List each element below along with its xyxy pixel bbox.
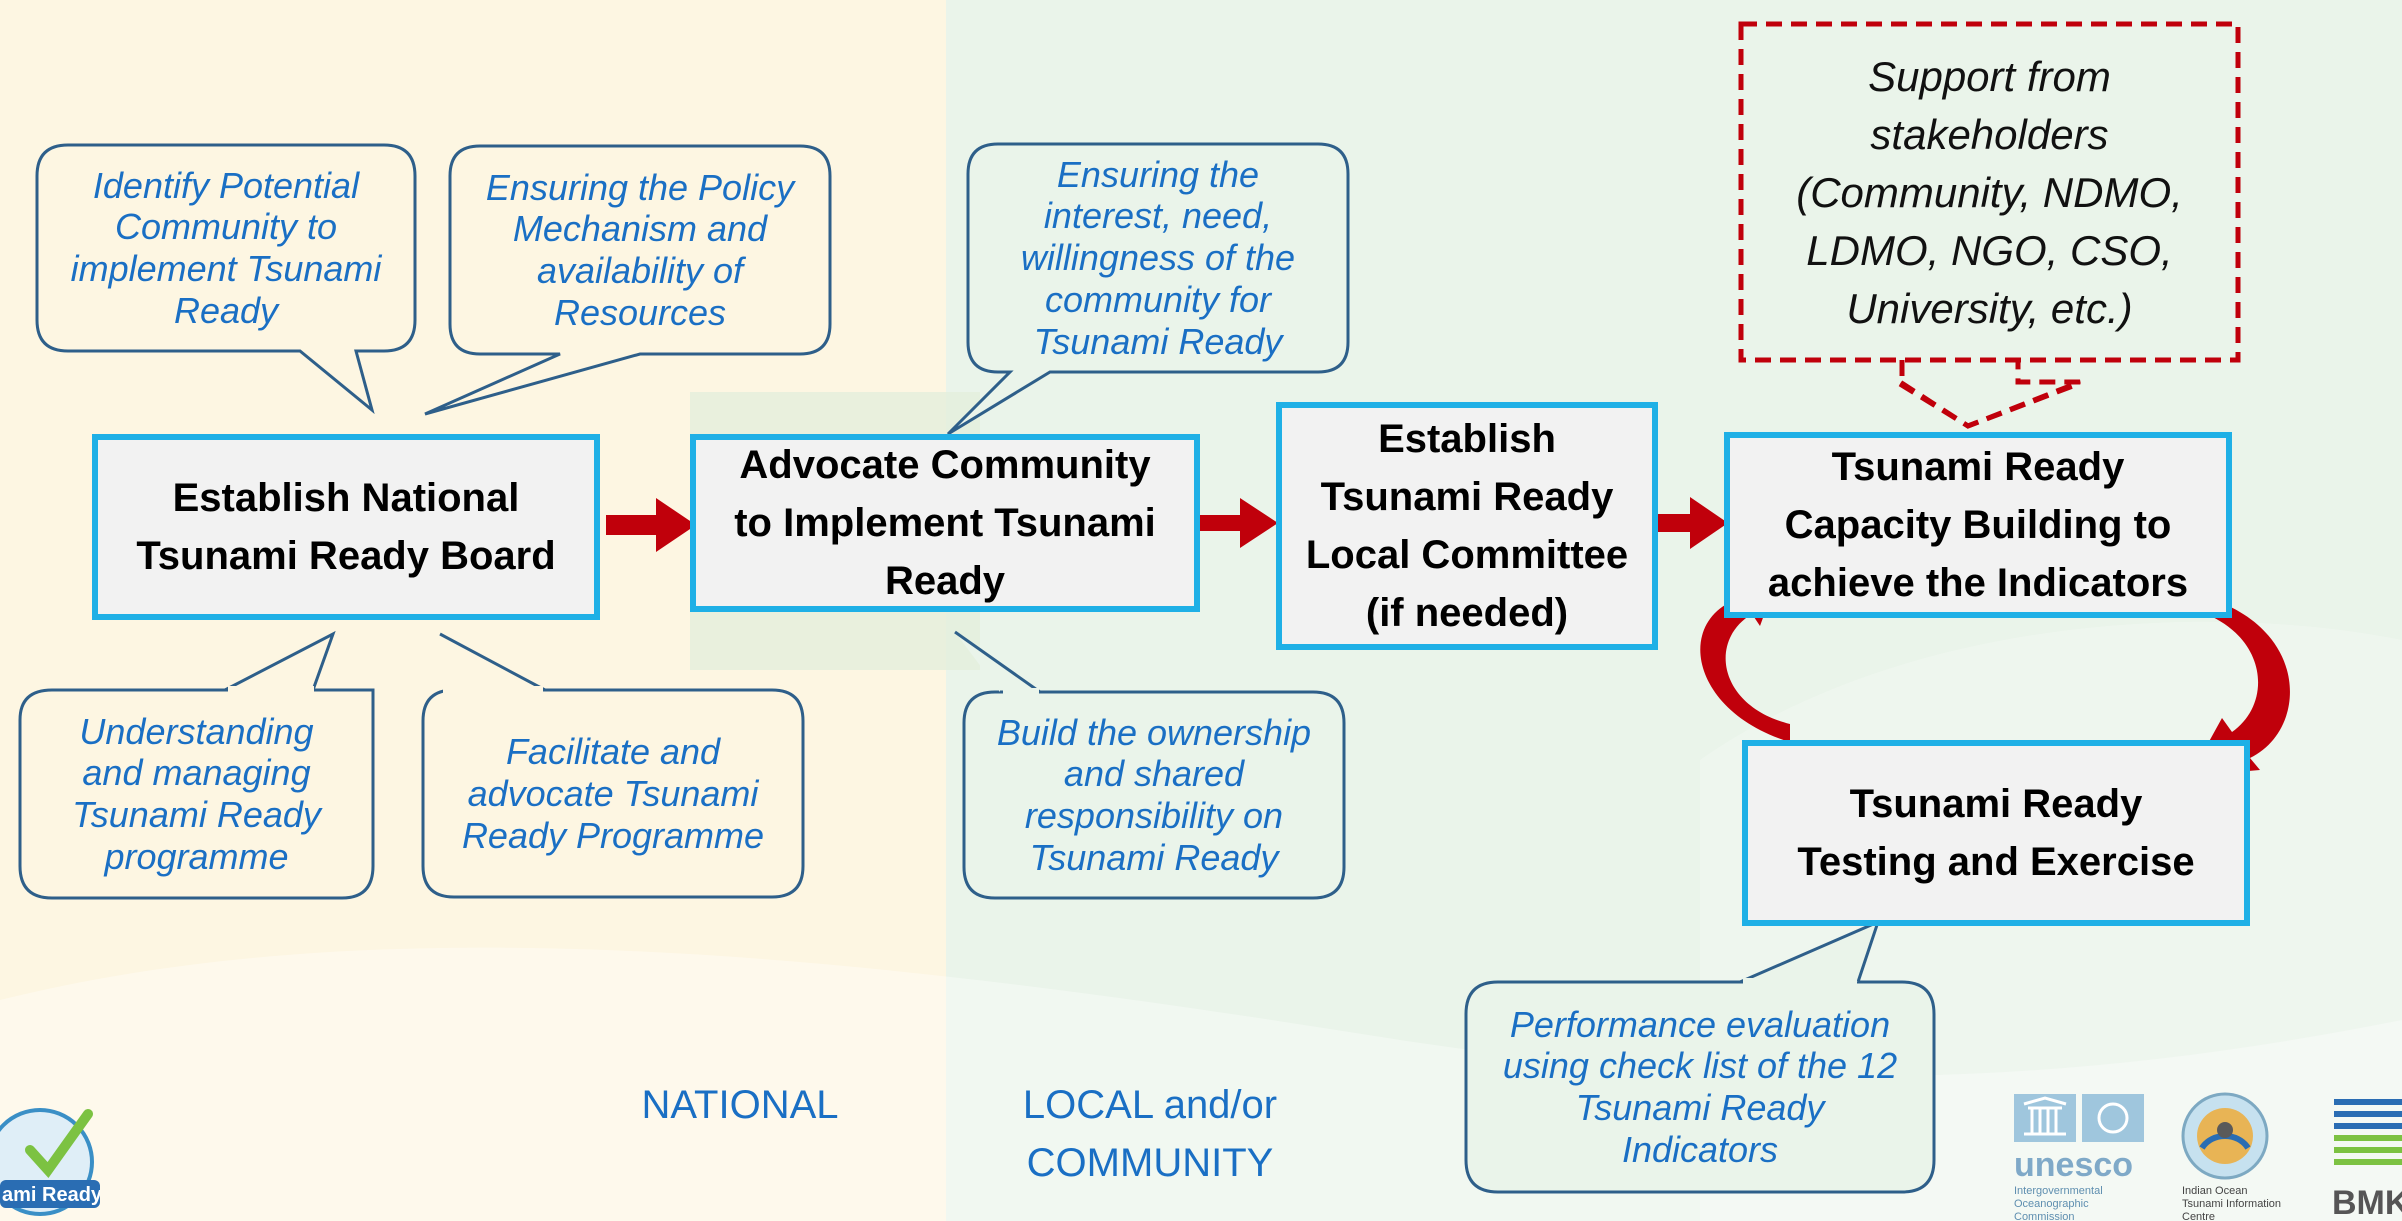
callout-interest-shape [946,142,1350,436]
callout-policy-line3: availability of [536,250,744,291]
callout-interest-line4: community for [1044,278,1272,320]
callout-understanding-line1: Understanding [79,710,314,752]
callout-understanding-line2: and managing [82,752,311,794]
support-box-shape [1738,21,2241,363]
step-advocate-line3: Ready [884,559,1006,603]
callout-ownership-line1: Build the ownership [996,711,1312,753]
cycle-arrow-right [2190,598,2290,776]
support-line4: LDMO, NGO, CSO, [1806,226,2173,274]
callout-identify-line1: Identify Potential [92,164,360,206]
unesco-logo-word: unesco [2014,1146,2133,1184]
callout-interest-line2: interest, need, [1043,195,1273,237]
tsunami-ready-logo-text: ami Ready [2,1184,100,1206]
callout-performance-shape [1464,980,1936,1194]
callout-identify-line4: Ready [173,289,279,331]
bmkg-logo-text: BMK [2332,1184,2402,1221]
callout-policy-line2: Mechanism and [512,208,768,250]
cycle-arrow-left [1700,582,1790,742]
support-stakeholders: Support from stakeholders (Community, NDMO… [1746,32,2233,354]
callout-interest-line5: Tsunami Ready [1033,320,1283,362]
callout-interest-line1: Ensuring the [1056,153,1260,195]
callout-performance-line1: Performance evaluation [1509,1003,1891,1045]
zone-national-text: NATIONAL [641,1083,839,1127]
step-board-line1: Establish National [172,476,520,520]
callout-facilitate-line2: advocate Tsunami [467,773,759,815]
support-line3: (Community, NDMO, [1796,169,2183,217]
callout-identify-line3: implement Tsunami [70,248,382,289]
zone-local-line1: LOCAL and/or [1022,1083,1278,1127]
support-line1: Support from [1868,53,2111,101]
callout-performance-line4: Indicators [1621,1128,1779,1170]
step-capacity-line2: Capacity Building to [1784,503,2172,547]
step-testing-line2: Testing and Exercise [1797,840,2195,884]
unesco-logo: unesco Intergovernmental Oceanographic C… [2014,1094,2144,1221]
step-committee-line4: (if needed) [1365,591,1569,635]
step-testing-line1: Tsunami Ready [1849,782,2143,826]
callout-facilitate-line1: Facilitate and [505,731,721,773]
step-capacity-line1: Tsunami Ready [1831,445,2125,489]
callout-policy-shape [424,144,832,416]
iotic-logo-line3: Centre [2182,1211,2215,1221]
callout-identify-line2: Community to [114,206,338,248]
callout-performance-line3: Tsunami Ready [1575,1087,1825,1128]
callout-policy-line4: Resources [553,291,727,333]
support-line2: stakeholders [1870,111,2109,159]
zone-label-national: NATIONAL [600,1076,880,1134]
step-committee-line3: Local Committee [1305,533,1629,577]
zone-local-line2: COMMUNITY [1026,1141,1274,1185]
iotic-logo-line2: Tsunami Information [2182,1198,2281,1210]
callout-interest-line3: willingness of the [1020,237,1296,279]
callout-ownership-line2: and shared [1063,753,1245,795]
step-board-line2: Tsunami Ready Board [136,534,556,578]
callout-understanding-line4: programme [104,835,289,877]
step-advocate-line1: Advocate Community [739,443,1151,487]
callout-policy-line1: Ensuring the Policy [485,166,795,208]
step-committee-line1: Establish [1378,417,1556,461]
arrow-board-to-advocate [606,498,696,552]
support-line5: University, etc.) [1846,284,2133,332]
arrow-advocate-to-committee [1200,498,1278,548]
callout-identify-shape [35,143,417,415]
step-capacity-line3: achieve the Indicators [1767,561,2189,605]
callout-ownership-shape [962,690,1346,900]
callout-understanding-line3: Tsunami Ready [72,794,321,835]
step-committee-line2: Tsunami Ready [1320,475,1614,519]
tsunami-ready-logo: ami Ready [0,1108,100,1216]
unesco-logo-sub2: Oceanographic [2014,1198,2089,1210]
iotic-logo: Indian Ocean Tsunami Information Centre [2181,1092,2281,1221]
unesco-logo-sub1: Intergovernmental [2014,1185,2103,1197]
callout-understanding-shape [18,688,375,900]
step-advocate-line2: to Implement Tsunami [734,501,1156,545]
arrow-committee-to-capacity [1642,497,1728,549]
unesco-logo-sub3: Commission [2014,1211,2075,1221]
callout-ownership-line3: responsibility on [1024,795,1284,836]
callout-facilitate-line3: Ready Programme [461,814,765,856]
callout-facilitate-shape [421,688,805,899]
callout-performance-line2: using check list of the 12 [1502,1045,1898,1087]
iotic-logo-line1: Indian Ocean [2182,1185,2247,1197]
callout-ownership-line4: Tsunami Ready [1029,836,1279,878]
bmkg-logo: BMK [2332,1099,2402,1221]
